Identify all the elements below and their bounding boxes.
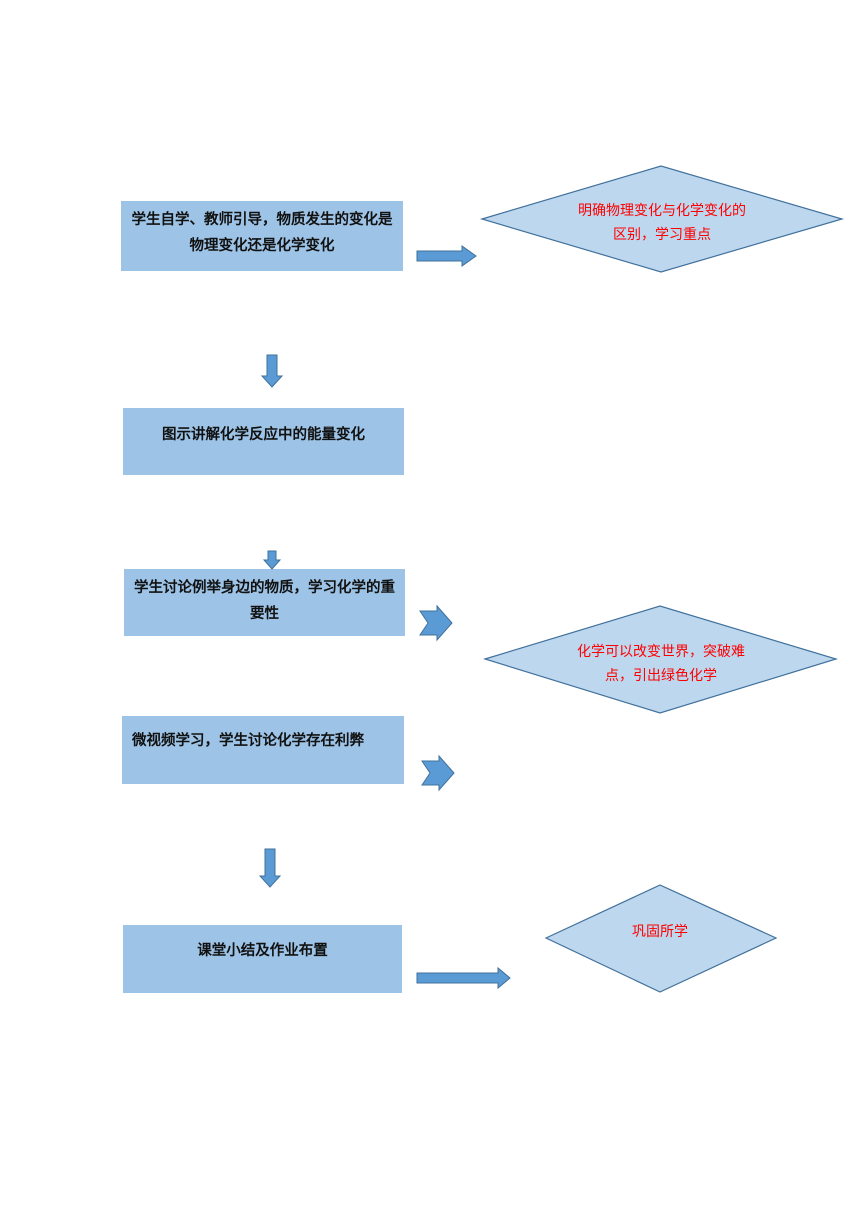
- outcome-diamond-1: [479, 165, 845, 273]
- outcome-2-text: 化学可以改变世界，突破难点，引出绿色化学: [577, 644, 745, 682]
- chevron-right-icon: [421, 754, 455, 792]
- down-arrow-icon: [262, 550, 282, 570]
- right-arrow-icon: [416, 966, 511, 990]
- outcome-diamond-3: [544, 884, 778, 993]
- step-1-text: 学生自学、教师引导，物质发生的变化是物理变化还是化学变化: [131, 212, 393, 254]
- outcome-3-text: 巩固所学: [632, 924, 688, 940]
- right-arrow-icon: [416, 245, 477, 267]
- down-arrow-icon: [258, 848, 282, 888]
- step-box-2: 图示讲解化学反应中的能量变化: [123, 408, 404, 475]
- step-box-1: 学生自学、教师引导，物质发生的变化是物理变化还是化学变化: [121, 201, 403, 271]
- step-2-text: 图示讲解化学反应中的能量变化: [162, 427, 365, 443]
- step-3-text: 学生讨论例举身边的物质，学习化学的重要性: [134, 580, 395, 622]
- down-arrow-icon: [260, 354, 284, 388]
- step-box-4: 微视频学习，学生讨论化学存在利弊: [122, 716, 404, 784]
- step-box-5: 课堂小结及作业布置: [123, 925, 402, 993]
- chevron-right-icon: [419, 604, 453, 642]
- outcome-1-text: 明确物理变化与化学变化的区别，学习重点: [578, 203, 746, 241]
- step-5-text: 课堂小结及作业布置: [197, 943, 328, 959]
- step-4-text: 微视频学习，学生讨论化学存在利弊: [132, 733, 364, 749]
- step-box-3: 学生讨论例举身边的物质，学习化学的重要性: [124, 569, 405, 636]
- outcome-diamond-2: [482, 605, 839, 714]
